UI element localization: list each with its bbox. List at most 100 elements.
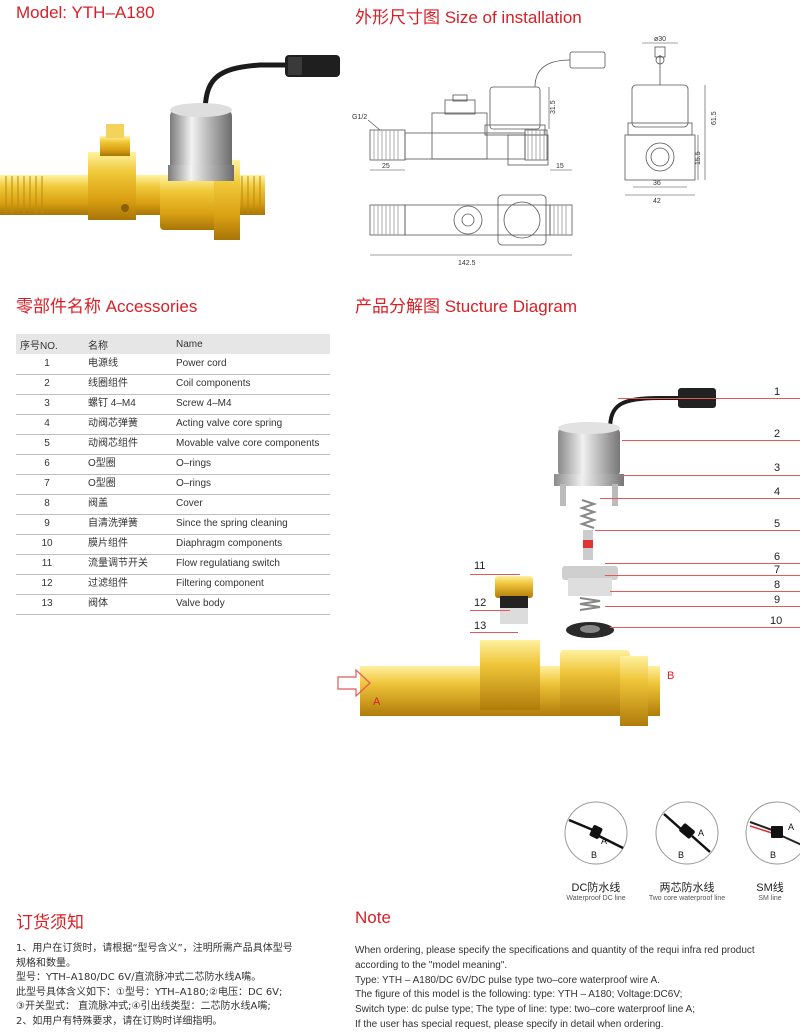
row-no: 9 [16, 514, 78, 535]
row-cn: 流量调节开关 [78, 554, 168, 575]
label-12: 12 [474, 597, 487, 609]
order-line: 规格和数量。 [16, 957, 76, 969]
header-no: 序号NO. [16, 334, 78, 354]
label-8: 8 [774, 579, 781, 591]
callout-line-10 [610, 627, 800, 628]
wire-two-core-icon: A B [655, 801, 719, 865]
dim-g12: G1/2 [352, 114, 367, 121]
label-3: 3 [774, 462, 781, 474]
row-no: 1 [16, 354, 78, 375]
label-outlet-b: B [667, 670, 675, 682]
order-line: 2、如用户有特殊要求，请在订购时详细指明。 [16, 1015, 223, 1027]
dim-42: 42 [653, 198, 661, 205]
label-2: 2 [774, 428, 781, 440]
wire-caption-dc: DC防水线 Waterproof DC line [553, 879, 639, 902]
table-header-row: 序号NO. 名称 Name [16, 334, 330, 354]
label-6: 6 [774, 551, 781, 563]
callout-line-9 [605, 606, 800, 607]
row-en: Coil components [168, 374, 330, 395]
wire-caption-two-core: 两芯防水线 Two core waterproof line [640, 879, 734, 902]
wire-caption-dc-en: Waterproof DC line [566, 895, 626, 902]
callout-line-8 [610, 591, 800, 592]
dim-15: 15 [556, 163, 564, 170]
exploded-diagram [337, 388, 716, 726]
order-notes-en: When ordering, please specify the specif… [355, 944, 795, 1033]
install-title: 外形尺寸图 Size of installation [355, 8, 582, 27]
model-title: Model: YTH–A180 [16, 3, 155, 22]
callout-line-7 [605, 575, 800, 576]
label-inlet-a: A [373, 696, 381, 708]
product-photo [0, 55, 340, 240]
callout-line-13 [470, 632, 518, 633]
row-en: Screw 4–M4 [168, 394, 330, 415]
row-cn: O型圈 [78, 474, 168, 495]
note-line: Type: YTH – A180/DC 6V/DC pulse type two… [355, 974, 660, 986]
accessories-title: 零部件名称 Accessories [16, 297, 198, 316]
wire-caption-sm-en: SM line [758, 895, 782, 902]
row-no: 3 [16, 394, 78, 415]
row-en: O–rings [168, 474, 330, 495]
order-title: 订货须知 [16, 913, 84, 932]
row-en: Movable valve core components [168, 434, 330, 455]
order-line: ③开关型式： 直流脉冲式;④引出线类型：二芯防水线A嘴; [16, 1001, 271, 1012]
wire-sm-icon: A B [745, 801, 800, 865]
svg-text:A: A [601, 836, 607, 846]
order-line: 1、用户在订货时，请根据“型号含义”，注明所需产品具体型号 [16, 943, 293, 954]
row-cn: 动阀芯组件 [78, 434, 168, 455]
wire-caption-sm-cn: SM线 [756, 882, 784, 894]
dim-142-5: 142.5 [458, 260, 476, 267]
label-10: 10 [770, 615, 783, 627]
wire-dc-icon: A B [564, 801, 628, 865]
svg-text:B: B [591, 850, 597, 860]
row-cn: 动阀芯弹簧 [78, 414, 168, 435]
order-line: 此型号具体含义如下：①型号：YTH–A180;②电压：DC 6V; [16, 986, 283, 998]
order-line: 型号：YTH–A180/DC 6V/直流脉冲式二芯防水线A嘴。 [16, 972, 262, 983]
row-no: 4 [16, 414, 78, 435]
row-no: 10 [16, 534, 78, 555]
row-no: 7 [16, 474, 78, 495]
wire-caption-sm: SM线 SM line [740, 879, 800, 902]
row-cn: 电源线 [78, 354, 168, 375]
structure-title: 产品分解图 Stucture Diagram [355, 297, 577, 316]
label-1: 1 [774, 386, 781, 398]
svg-text:B: B [770, 850, 776, 860]
header-cn-name: 名称 [78, 334, 168, 354]
callout-line-11 [470, 574, 520, 575]
callout-line-6 [605, 563, 800, 564]
svg-text:A: A [788, 822, 794, 832]
wire-caption-two-core-en: Two core waterproof line [648, 895, 726, 902]
row-cn: 阀体 [78, 594, 168, 615]
row-en: Diaphragm components [168, 534, 330, 555]
row-en: Power cord [168, 354, 330, 375]
label-4: 4 [774, 486, 781, 498]
row-en: O–rings [168, 454, 330, 475]
row-cn: 线圈组件 [78, 374, 168, 395]
row-no: 5 [16, 434, 78, 455]
note-line: When ordering, please specify the specif… [355, 945, 755, 956]
callout-line-12 [470, 610, 510, 611]
row-no: 8 [16, 494, 78, 515]
callout-line-2 [622, 440, 800, 441]
row-no: 13 [16, 594, 78, 615]
note-line: If the user has special request, please … [355, 1018, 664, 1030]
row-no: 6 [16, 454, 78, 475]
row-no: 2 [16, 374, 78, 395]
dim-15-5: 15.5 [695, 151, 702, 165]
installation-drawing: G1/2 31.5 25 15 142.5 ø30 61.5 15.5 36 4… [352, 36, 718, 267]
dim-61-5: 61.5 [711, 111, 718, 125]
row-cn: O型圈 [78, 454, 168, 475]
wire-caption-two-core-cn: 两芯防水线 [659, 882, 715, 894]
header-name: Name [168, 334, 330, 354]
